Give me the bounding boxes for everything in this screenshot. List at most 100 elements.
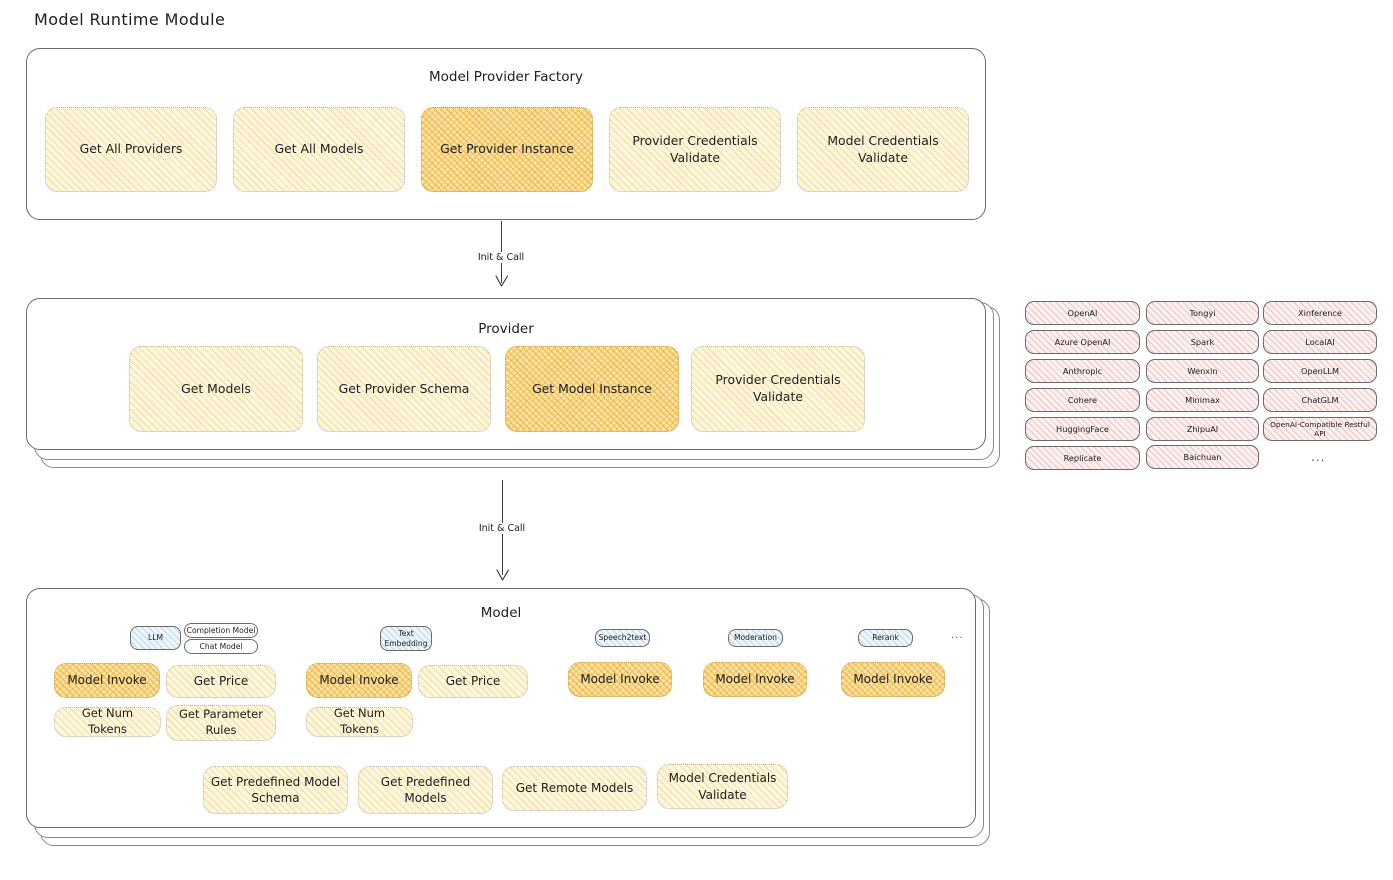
model-badge-label: Speech2text: [598, 633, 647, 643]
provider-title: Provider: [478, 321, 534, 337]
provider-pill-xinference[interactable]: Xinference: [1263, 301, 1377, 325]
model-badge-llm[interactable]: LLM: [130, 626, 181, 650]
provider-pill-label: Anthropic: [1062, 366, 1103, 376]
model-subbadge-label: Chat Model: [199, 641, 243, 651]
factory-item-provider-credentials-validate[interactable]: Provider Credentials Validate: [609, 107, 781, 192]
provider-pill-azure-openai[interactable]: Azure OpenAI: [1025, 330, 1140, 354]
model-badge-speech2text[interactable]: Speech2text: [595, 629, 650, 647]
model-subbadge-label: Completion Model: [186, 625, 256, 635]
provider-item-label: Get Provider Schema: [338, 380, 470, 396]
provider-pill-huggingface[interactable]: HuggingFace: [1025, 417, 1140, 441]
factory-item-label: Get All Models: [274, 141, 364, 157]
llm-method-get-num-tokens[interactable]: Get Num Tokens: [54, 706, 161, 737]
factory-item-label: Model Credentials Validate: [827, 132, 939, 165]
method-label: Get Price: [193, 674, 249, 689]
provider-pill-anthropic[interactable]: Anthropic: [1025, 359, 1140, 383]
text-embedding-method-get-num-tokens[interactable]: Get Num Tokens: [306, 706, 413, 737]
method-label: Get Predefined Models: [380, 774, 471, 805]
factory-item-get-provider-instance[interactable]: Get Provider Instance: [421, 107, 593, 192]
factory-item-get-all-providers[interactable]: Get All Providers: [45, 107, 217, 192]
provider-pill-label: Minimax: [1185, 395, 1220, 405]
provider-list-ellipsis: ...: [1311, 450, 1326, 464]
provider-pill-label: Azure OpenAI: [1054, 337, 1111, 347]
method-label: Get Num Tokens: [81, 706, 134, 736]
factory-item-label: Get Provider Instance: [440, 141, 574, 157]
speech2text-method-model-invoke[interactable]: Model Invoke: [568, 662, 672, 697]
provider-pill-minimax[interactable]: Minimax: [1146, 388, 1259, 412]
provider-pill-openllm[interactable]: OpenLLM: [1263, 359, 1377, 383]
page-title: Model Runtime Module: [34, 10, 226, 29]
provider-pill-openai-compatible-restful-api[interactable]: OpenAI-Compatible Restful API: [1263, 417, 1377, 441]
model-badge-label: Rerank: [872, 633, 899, 643]
provider-pill-label: ChatGLM: [1301, 395, 1339, 405]
provider-pill-label: Baichuan: [1183, 452, 1222, 462]
method-label: Get Parameter Rules: [179, 707, 263, 737]
model-common-get-predefined-models[interactable]: Get Predefined Models: [358, 766, 493, 814]
model-badge-moderation[interactable]: Moderation: [728, 629, 783, 647]
provider-pill-label: LocalAI: [1305, 337, 1335, 347]
arrow-factory-to-provider-head: [495, 275, 509, 287]
provider-pill-label: Wenxin: [1187, 366, 1218, 376]
model-groups-ellipsis: ...: [951, 630, 964, 641]
model-badge-rerank[interactable]: Rerank: [858, 629, 913, 647]
provider-pill-zhipuai[interactable]: ZhipuAI: [1146, 417, 1259, 441]
method-label: Model Invoke: [715, 672, 795, 687]
provider-item-get-model-instance[interactable]: Get Model Instance: [505, 346, 679, 432]
method-label: Get Remote Models: [515, 781, 634, 796]
provider-pill-spark[interactable]: Spark: [1146, 330, 1259, 354]
provider-item-get-models[interactable]: Get Models: [129, 346, 303, 432]
provider-item-label: Get Models: [181, 380, 251, 396]
moderation-method-model-invoke[interactable]: Model Invoke: [703, 662, 807, 697]
factory-item-model-credentials-validate[interactable]: Model Credentials Validate: [797, 107, 969, 192]
factory-item-get-all-models[interactable]: Get All Models: [233, 107, 405, 192]
provider-pill-localai[interactable]: LocalAI: [1263, 330, 1377, 354]
provider-pill-label: OpenLLM: [1300, 366, 1340, 376]
method-label: Model Invoke: [319, 673, 399, 688]
provider-pill-label: OpenAI-Compatible Restful API: [1270, 420, 1370, 438]
model-common-get-predefined-model-schema[interactable]: Get Predefined Model Schema: [203, 766, 348, 814]
method-label: Model Invoke: [580, 672, 660, 687]
model-provider-factory-title: Model Provider Factory: [428, 69, 583, 85]
provider-pill-label: OpenAI: [1067, 308, 1098, 318]
model-badge-text-embedding[interactable]: Text Embedding: [380, 626, 432, 651]
method-label: Get Predefined Model Schema: [210, 774, 341, 805]
method-label: Model Invoke: [853, 672, 933, 687]
arrow-factory-to-provider-label: Init & Call: [474, 252, 528, 263]
model-subbadge-completion-model[interactable]: Completion Model: [184, 623, 258, 638]
rerank-method-model-invoke[interactable]: Model Invoke: [841, 662, 945, 697]
arrow-provider-to-model-label: Init & Call: [475, 523, 529, 534]
provider-item-provider-credentials-validate[interactable]: Provider Credentials Validate: [691, 346, 865, 432]
provider-pill-label: Xinference: [1298, 308, 1342, 318]
llm-method-get-price[interactable]: Get Price: [166, 665, 276, 698]
llm-method-model-invoke[interactable]: Model Invoke: [54, 663, 160, 698]
method-label: Model Credentials Validate: [668, 771, 777, 802]
model-common-model-credentials-validate[interactable]: Model Credentials Validate: [657, 764, 788, 809]
provider-pill-label: HuggingFace: [1056, 424, 1109, 434]
provider-item-label: Provider Credentials Validate: [715, 372, 841, 404]
model-badge-label: Moderation: [733, 633, 777, 643]
provider-pill-label: Cohere: [1067, 395, 1098, 405]
model-title: Model: [480, 605, 522, 621]
text-embedding-method-model-invoke[interactable]: Model Invoke: [306, 663, 412, 698]
provider-pill-chatglm[interactable]: ChatGLM: [1263, 388, 1377, 412]
text-embedding-method-get-price[interactable]: Get Price: [418, 665, 528, 698]
provider-pill-replicate[interactable]: Replicate: [1025, 446, 1140, 470]
provider-pill-label: ZhipuAI: [1186, 424, 1219, 434]
provider-pill-cohere[interactable]: Cohere: [1025, 388, 1140, 412]
provider-item-get-provider-schema[interactable]: Get Provider Schema: [317, 346, 491, 432]
provider-pill-label: Tongyi: [1189, 308, 1216, 318]
method-label: Model Invoke: [67, 673, 147, 688]
provider-pill-wenxin[interactable]: Wenxin: [1146, 359, 1259, 383]
factory-item-label: Provider Credentials Validate: [632, 132, 758, 165]
model-common-get-remote-models[interactable]: Get Remote Models: [502, 766, 647, 811]
provider-pill-openai[interactable]: OpenAI: [1025, 301, 1140, 325]
llm-method-get-parameter-rules[interactable]: Get Parameter Rules: [166, 705, 276, 741]
provider-pill-baichuan[interactable]: Baichuan: [1146, 445, 1259, 469]
model-badge-label: LLM: [147, 633, 163, 643]
method-label: Get Price: [445, 674, 501, 689]
method-label: Get Num Tokens: [333, 706, 386, 736]
provider-pill-tongyi[interactable]: Tongyi: [1146, 301, 1259, 325]
arrow-provider-to-model-head: [496, 569, 510, 581]
model-subbadge-chat-model[interactable]: Chat Model: [184, 639, 258, 654]
